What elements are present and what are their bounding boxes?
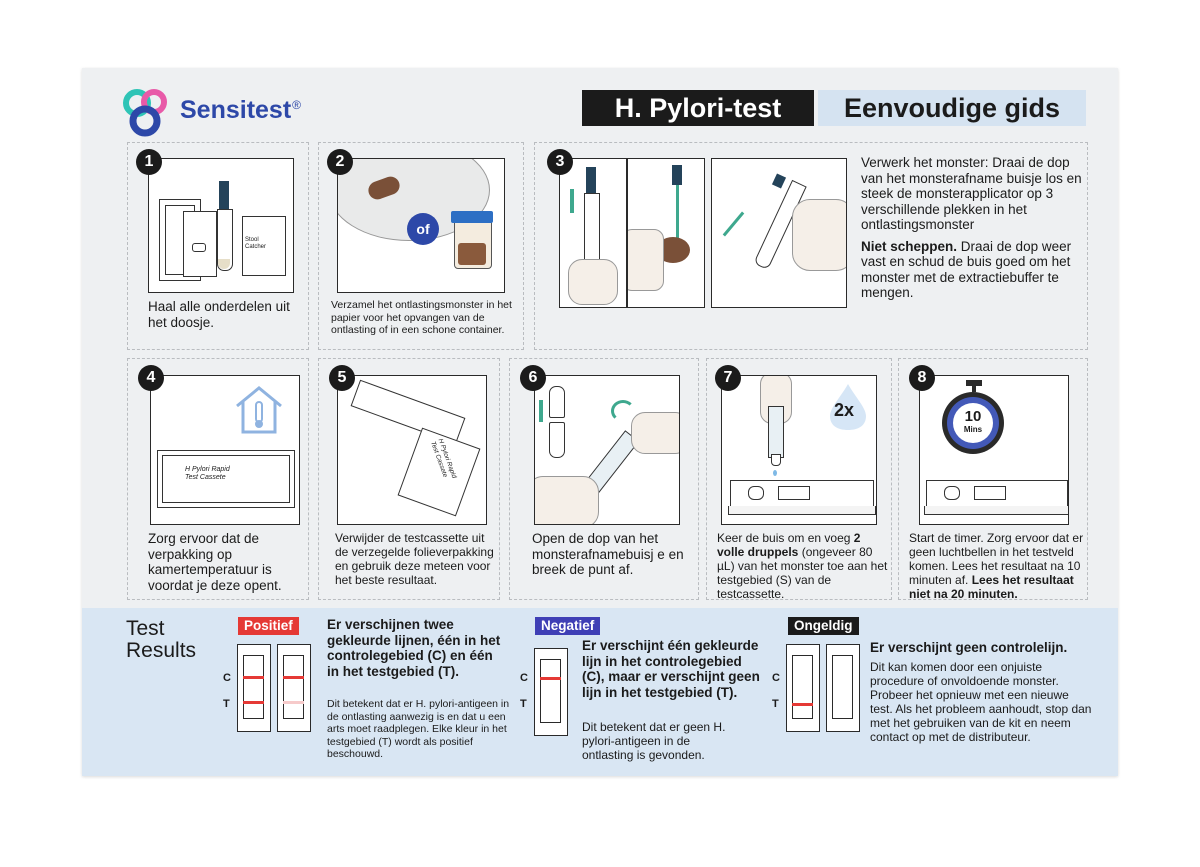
brand-name: Sensitest® — [180, 96, 302, 124]
step-3-illustration-b — [627, 158, 705, 308]
step-6-illustration — [534, 375, 680, 525]
negative-body: Dit betekent dat er geen H. pylori-antig… — [582, 720, 726, 762]
step-3-illustration-a — [559, 158, 627, 308]
drop-count: 2x — [834, 400, 855, 420]
invalid-body: Dit kan komen door een onjuiste procedur… — [870, 660, 1092, 744]
step-3-number: 3 — [547, 149, 573, 175]
sensitest-logo-icon — [123, 89, 167, 137]
step-6-panel: 6 Open de dop van het monsterafnamebuisj… — [509, 358, 699, 600]
positive-badge: Positief — [238, 617, 299, 635]
negative-cassette — [534, 648, 568, 736]
negative-badge: Negatief — [535, 617, 601, 635]
step-3-illustration-c — [711, 158, 847, 308]
timer-icon: 10 Mins — [953, 403, 993, 443]
step-1-caption: Haal alle onderdelen uit het doosje. — [148, 299, 290, 330]
step-5-caption: Verwijder de testcassette uit de verzege… — [335, 531, 494, 587]
page-title: H. Pylori-test — [582, 90, 814, 126]
step-7-number: 7 — [715, 365, 741, 391]
step-3-caption-part1: Verwerk het monster: Draai de dop van he… — [861, 155, 1082, 232]
invalid-heading: Er verschijnt geen controlelijn. — [870, 640, 1068, 655]
positive-t-label: T — [223, 698, 230, 710]
step-7-panel: 2x 7 Keer de buis om en voeg 2 volle dru… — [706, 358, 892, 601]
invalid-cassette-2 — [826, 644, 860, 732]
negative-t-label: T — [520, 698, 527, 710]
step-8-number: 8 — [909, 365, 935, 391]
positive-cassette-1 — [237, 644, 271, 732]
step-6-caption: Open de dop van het monsterafnamebuisj e… — [532, 531, 684, 577]
instruction-card: Sensitest® H. Pylori-test Eenvoudige gid… — [82, 68, 1118, 776]
step-4-caption: Zorg ervoor dat de verpakking op kamerte… — [148, 531, 282, 593]
step-2-panel: of 2 Verzamel het ontlastingsmonster in … — [318, 142, 524, 350]
step-8-panel: 10 Mins 8 Start de timer. Zorg ervoor da… — [898, 358, 1088, 601]
positive-heading: Er verschijnen twee gekleurde lijnen, éé… — [327, 617, 501, 679]
timer-unit: Mins — [963, 425, 983, 434]
positive-c-label: C — [223, 672, 231, 684]
step-1-number: 1 — [136, 149, 162, 175]
invalid-t-label: T — [772, 698, 779, 710]
or-badge: of — [407, 213, 439, 245]
negative-heading: Er verschijnt één gekleurde lijn in het … — [582, 638, 760, 700]
step-7-caption: Keer de buis om en voeg 2 volle druppels… — [717, 531, 888, 601]
step-7-illustration: 2x — [721, 375, 877, 525]
step-8-illustration: 10 Mins — [919, 375, 1069, 525]
step-2-number: 2 — [327, 149, 353, 175]
drop-icon — [830, 384, 866, 430]
step-2-caption: Verzamel het ontlastingsmonster in het p… — [331, 299, 512, 336]
negative-c-label: C — [520, 672, 528, 684]
step-3-caption: Verwerk het monster: Draai de dop van he… — [861, 155, 1083, 301]
step-3-caption-part2: Niet scheppen. Draai de dop weer vast en… — [861, 238, 1072, 301]
step-3-panel: 3 Verwerk het monster: Draai de dop van … — [534, 142, 1088, 350]
step-1-panel: Stool Catcher 1 Haal alle onderdelen uit… — [127, 142, 309, 350]
step-4-number: 4 — [138, 365, 164, 391]
page-subtitle: Eenvoudige gids — [818, 90, 1086, 126]
step-5-number: 5 — [329, 365, 355, 391]
invalid-c-label: C — [772, 672, 780, 684]
positive-body: Dit betekent dat er H. pylori-antigeen i… — [327, 698, 510, 760]
invalid-badge: Ongeldig — [788, 617, 859, 635]
step-1-illustration: Stool Catcher — [148, 158, 294, 293]
step-1-stool-label: Stool Catcher — [245, 237, 267, 250]
timer-value: 10 — [964, 408, 982, 425]
step-8-caption: Start de timer. Zorg ervoor dat er geen … — [909, 531, 1084, 601]
positive-cassette-2 — [277, 644, 311, 732]
home-thermometer-icon — [236, 386, 282, 434]
invalid-cassette-1 — [786, 644, 820, 732]
step-6-number: 6 — [520, 365, 546, 391]
